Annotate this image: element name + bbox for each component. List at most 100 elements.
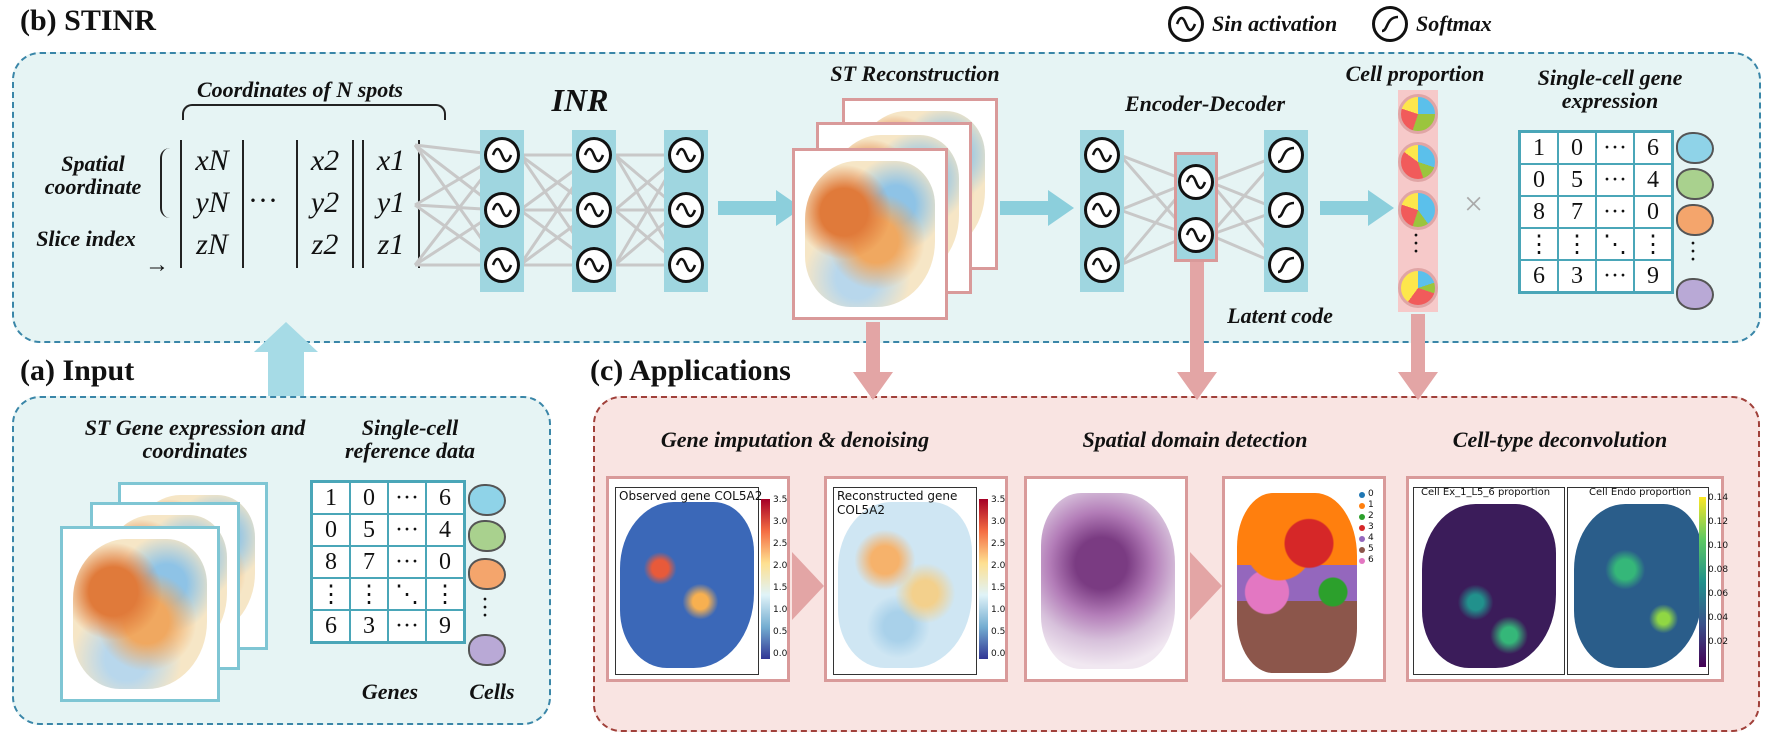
colorbar-tick: 2.0 <box>991 561 1006 571</box>
encoder-neuron-0 <box>1084 137 1120 173</box>
ex-prop-frame <box>1413 487 1565 675</box>
sin-activation-label: Sin activation <box>1212 11 1338 37</box>
colorbar-tick: 0.02 <box>1708 637 1729 647</box>
panel-b-title: (b) STINR <box>20 4 156 37</box>
colorbar-tick: 1.5 <box>773 583 788 593</box>
colorbar-tick: 0.0 <box>991 649 1006 659</box>
matrix-cell: ··· <box>388 546 426 578</box>
matrix-cell: 7 <box>350 546 388 578</box>
reconstructed-plot-frame <box>833 487 977 675</box>
colorbar-tick: 3.5 <box>773 495 788 505</box>
colorbar-tick: 0.14 <box>1708 493 1729 503</box>
encoder-neuron-2 <box>1084 247 1120 283</box>
colorbar-tick: 0.08 <box>1708 565 1729 575</box>
arrow-head <box>1368 190 1394 226</box>
st-gene-expr-label: ST Gene expression and coordinates <box>84 415 306 464</box>
coords-label: Coordinates of N spots <box>197 77 403 102</box>
domain-legend-dot <box>1359 547 1365 553</box>
softmax-icon <box>1372 6 1408 42</box>
colorbar-tick: 0.12 <box>1708 517 1729 527</box>
domain-legend-label: 3 <box>1368 522 1374 532</box>
colorbar-tick: 0.5 <box>991 627 1006 637</box>
task-imputation-label: Gene imputation & denoising <box>660 427 930 452</box>
vector-n-y: yN <box>195 186 229 219</box>
panel-c-title: (c) Applications <box>590 354 791 387</box>
domain-legend-label: 4 <box>1368 533 1374 543</box>
domain-legend-label: 6 <box>1368 555 1374 565</box>
arrow-recon-to-imputation <box>866 322 880 374</box>
matrix-cell: 6 <box>1520 260 1558 292</box>
matrix-cell: 9 <box>1634 260 1672 292</box>
vector-n-x: xN <box>195 144 229 177</box>
decoder-neuron-1 <box>1268 192 1304 228</box>
softmax-label: Softmax <box>1416 11 1492 37</box>
st-reconstruction-label: ST Reconstruction <box>830 61 1000 86</box>
vector-n-z: zN <box>196 228 228 261</box>
matrix-cell: 1 <box>312 482 350 514</box>
matrix-cell: 7 <box>1558 196 1596 228</box>
matrix-cell: 6 <box>312 610 350 642</box>
matrix-cell: 3 <box>1558 260 1596 292</box>
observed-plot-title: Observed gene COL5A2 <box>619 489 763 503</box>
task-domain-label: Spatial domain detection <box>1082 427 1308 452</box>
ref-cell-icon-purple <box>468 634 506 666</box>
matrix-cell: 0 <box>1634 196 1672 228</box>
ref-cell-icon-green <box>468 520 506 552</box>
vector-2: x2 y2 z2 <box>296 140 354 268</box>
single-cell-expr-label: Single-cell gene expression <box>1537 65 1683 114</box>
colorbar-tick: 2.5 <box>773 539 788 549</box>
matrix-cell: ⋮ <box>1634 228 1672 260</box>
vector-1-x: x1 <box>376 144 406 177</box>
inr-neuron-2-2 <box>668 247 704 283</box>
matrix-cell: 0 <box>312 514 350 546</box>
decoder-neuron-0 <box>1268 137 1304 173</box>
colorbar-tick: 0.06 <box>1708 589 1729 599</box>
encoder-decoder-label: Encoder-Decoder <box>1124 91 1286 116</box>
recon-slice-1 <box>792 148 948 320</box>
vector-1-z: z1 <box>377 228 405 261</box>
histology-box <box>1024 476 1188 682</box>
domain-arrow <box>1190 552 1222 620</box>
matrix-cell: 5 <box>350 514 388 546</box>
matrix-cell: 8 <box>1520 196 1558 228</box>
colorbar-tick: 0.0 <box>773 649 788 659</box>
colorbar-tick: 0.10 <box>1708 541 1729 551</box>
vector-2-x: x2 <box>310 144 340 177</box>
arrow-head <box>1177 372 1217 400</box>
domain-legend-dot <box>1359 525 1365 531</box>
matrix-cell: ··· <box>1596 132 1634 164</box>
sc-reference-label: Single-cell reference data <box>344 415 476 464</box>
matrix-cell: ⋮ <box>312 578 350 610</box>
vector-n: xN yN zN <box>180 140 244 268</box>
matrix-cell: ⋱ <box>1596 228 1634 260</box>
vector-1-y: y1 <box>376 186 406 219</box>
ref-cell-icon-blue <box>468 484 506 516</box>
spatial-brace <box>160 148 172 218</box>
domain-map <box>1237 493 1357 673</box>
pie-3 <box>1398 190 1438 230</box>
cell-proportion-label: Cell proportion <box>1345 61 1485 86</box>
matrix-cell: 6 <box>426 482 464 514</box>
latent-code-label: Latent code <box>1227 303 1333 328</box>
matrix-cell: 1 <box>1520 132 1558 164</box>
domain-legend-dot <box>1359 503 1365 509</box>
input-slice-1 <box>60 526 220 702</box>
cell-icon-purple <box>1676 278 1714 310</box>
domain-legend-label: 1 <box>1368 500 1374 510</box>
inr-neuron-2-1 <box>668 192 704 228</box>
matrix-cell: 0 <box>350 482 388 514</box>
cells-label: Cells <box>469 679 515 704</box>
matrix-cell: 6 <box>1634 132 1672 164</box>
inr-neuron-0-0 <box>484 137 520 173</box>
domain-legend-label: 0 <box>1368 489 1374 499</box>
matrix-cell: ··· <box>388 482 426 514</box>
arrow-proportion-to-deconv <box>1411 314 1425 374</box>
arrow-head <box>1398 372 1438 400</box>
ex-prop-title: Cell Ex_1_L5_6 proportion <box>1421 487 1551 498</box>
matrix-cell: ⋮ <box>350 578 388 610</box>
domain-legend-dot <box>1359 514 1365 520</box>
colorbar-tick: 2.0 <box>773 561 788 571</box>
